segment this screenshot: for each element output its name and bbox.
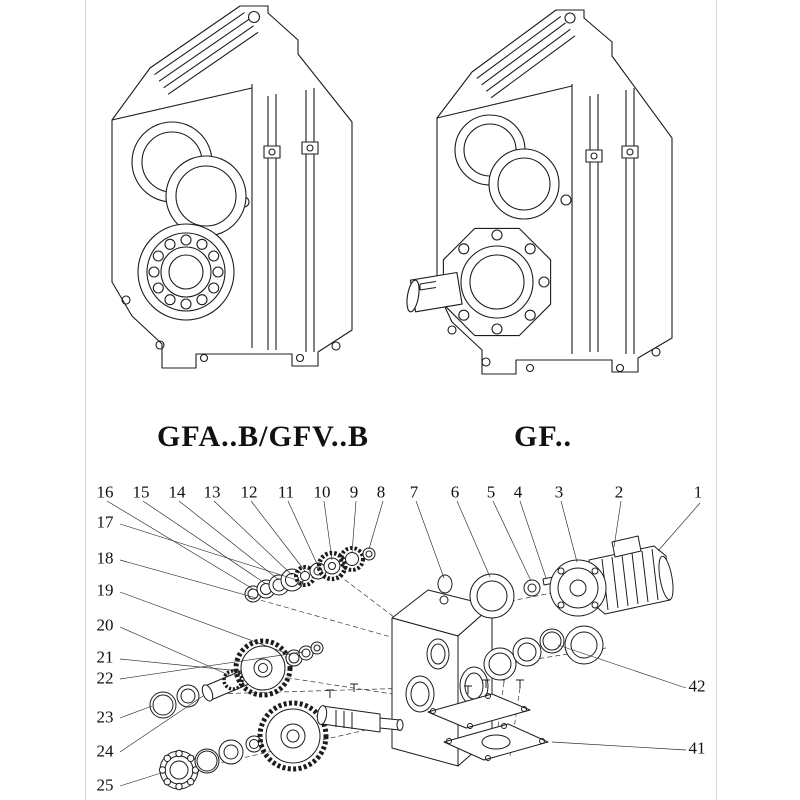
output-shaft	[406, 271, 463, 313]
callout-19: 19	[96, 580, 114, 600]
cover-plate	[443, 723, 549, 761]
motor-flange	[549, 559, 607, 617]
front-face-edge	[436, 85, 573, 119]
model-label-right: GF..	[514, 420, 572, 453]
callout-23: 23	[96, 707, 114, 727]
gear-housing	[391, 589, 493, 767]
gasket-plate	[427, 693, 531, 729]
mounting-bolt-holes	[121, 295, 341, 363]
side-straps	[585, 88, 639, 354]
lifting-eye-hole	[564, 12, 576, 24]
callout-12: 12	[240, 482, 258, 502]
callout-42: 42	[688, 676, 706, 696]
model-label-left: GFA..B/GFV..B	[157, 420, 369, 453]
mounting-bolt-holes	[447, 325, 661, 373]
callout-8: 8	[376, 482, 386, 502]
page-border-lines	[85, 0, 717, 800]
oil-plug	[560, 194, 572, 206]
motor-end-cap	[658, 555, 674, 601]
callout-16: 16	[96, 482, 114, 502]
callout-9: 9	[349, 482, 359, 502]
front-face-edge	[111, 87, 253, 121]
motor-fins	[601, 548, 659, 611]
callout-15: 15	[132, 482, 150, 502]
motor-terminal-box	[611, 535, 642, 558]
upper-bearing-bosses	[131, 121, 247, 237]
output-flange	[442, 227, 552, 337]
callout-4: 4	[513, 482, 523, 502]
callout-14: 14	[168, 482, 186, 502]
input-shaft-parts	[244, 546, 376, 603]
callout-5: 5	[486, 482, 496, 502]
upper-bearing-bosses	[454, 114, 560, 220]
cooling-ribs	[154, 12, 259, 95]
gearbox-left-drawing	[111, 5, 353, 369]
callout-41: 41	[688, 738, 706, 758]
callout-2: 2	[614, 482, 624, 502]
callout-10: 10	[313, 482, 331, 502]
side-straps	[263, 88, 319, 352]
exploded-view-drawing	[106, 500, 701, 791]
callout-13: 13	[203, 482, 221, 502]
callout-1: 1	[693, 482, 703, 502]
callout-22: 22	[96, 668, 114, 688]
output-seal-rings	[483, 625, 604, 681]
bearing-balls	[148, 234, 224, 310]
callout-7: 7	[409, 482, 419, 502]
callout-20: 20	[96, 615, 114, 635]
bearing-balls	[158, 749, 200, 791]
gearbox-right-drawing	[406, 9, 673, 375]
intermediate-shaft-parts	[149, 638, 324, 719]
cooling-ribs	[476, 15, 576, 99]
callout-11: 11	[277, 482, 295, 502]
callout-18: 18	[96, 548, 114, 568]
callout-3: 3	[554, 482, 564, 502]
callout-17: 17	[96, 512, 114, 532]
callout-24: 24	[96, 741, 114, 761]
leader-lines	[106, 500, 701, 787]
callout-6: 6	[450, 482, 460, 502]
lifting-eye-hole	[247, 10, 261, 24]
output-shaft-parts	[158, 683, 404, 791]
output-bearing	[137, 223, 235, 321]
callout-25: 25	[96, 775, 114, 795]
electric-motor	[549, 535, 674, 617]
callout-21: 21	[96, 647, 114, 667]
